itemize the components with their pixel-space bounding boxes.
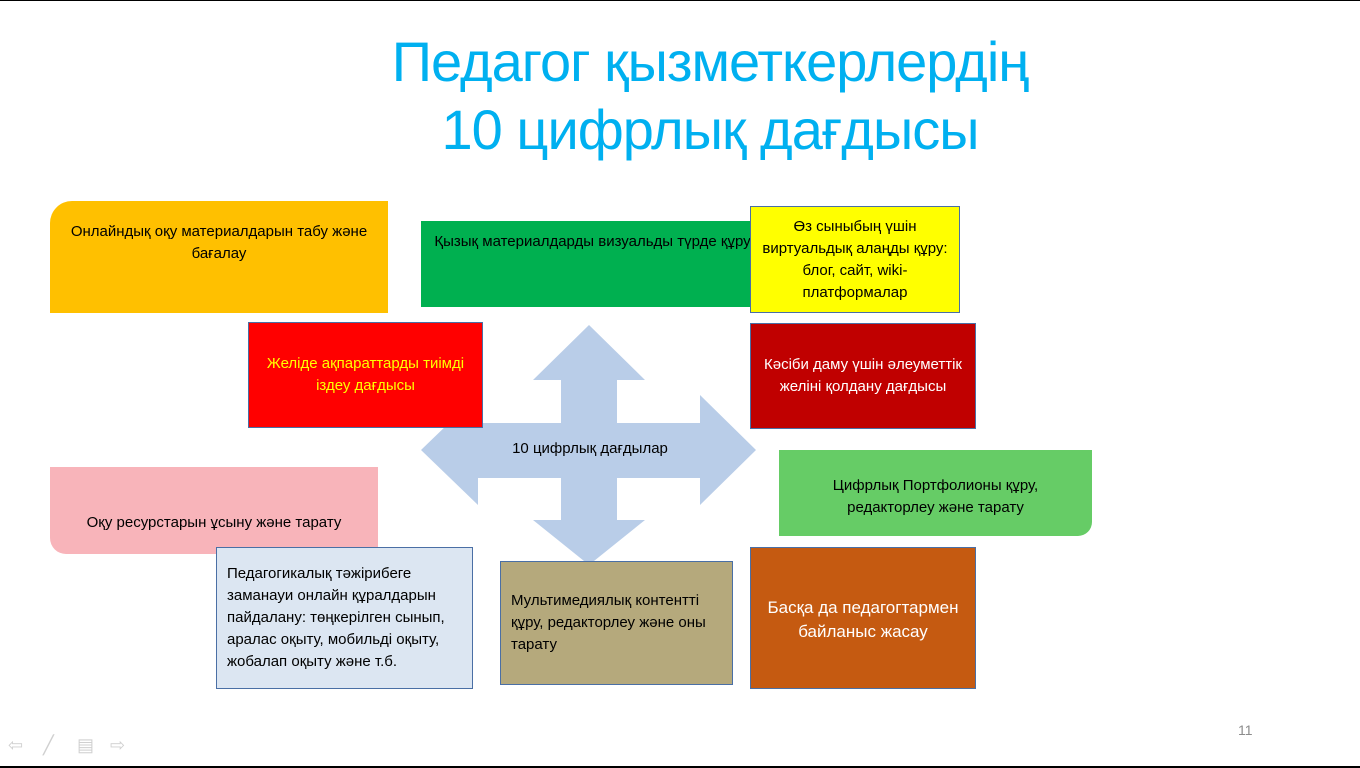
skill-box-search: Желіде ақпараттарды тиімді іздеу дағдысы	[248, 322, 483, 428]
skill-text: Желіде ақпараттарды тиімді іздеу дағдысы	[266, 355, 465, 394]
slide-title: Педагог қызметкерлердің 10 цифрлық дағды…	[330, 28, 1090, 164]
top-border	[0, 0, 1360, 1]
next-icon[interactable]: ⇨	[110, 735, 126, 755]
bottom-border	[0, 766, 1360, 768]
four-way-arrow-shape	[421, 325, 756, 565]
skill-box-communication: Басқа да педагогтармен байланыс жасау	[750, 547, 976, 689]
skill-box-share-resources: Оқу ресурстарын ұсыну және тарату	[50, 467, 378, 554]
skill-text: Өз сыныбың үшін виртуальдық алаңды құру:…	[762, 217, 948, 301]
skill-box-multimedia: Мультимедиялық контентті құру, редакторл…	[500, 561, 733, 685]
title-line-1: Педагог қызметкерлердің	[391, 30, 1029, 93]
skill-text: Оқу ресурстарын ұсыну және тарату	[86, 514, 342, 531]
previous-icon[interactable]: ⇦	[8, 735, 24, 755]
center-label: 10 цифрлық дағдылар	[512, 440, 668, 457]
skill-text: Мультимедиялық контентті құру, редакторл…	[511, 592, 706, 653]
skill-text: Цифрлық Портфолионы құру, редакторлеу жә…	[832, 477, 1039, 516]
skill-text: Қызық материалдарды визуальды түрде құру	[434, 233, 751, 250]
skill-box-find-materials: Онлайндық оқу материалдарын табу және ба…	[50, 201, 388, 313]
page-number: 11	[1238, 722, 1253, 738]
skill-box-online-tools: Педагогикалық тәжірибеге заманауи онлайн…	[216, 547, 473, 689]
skill-box-social-network: Кәсіби даму үшін әлеуметтік желіні қолда…	[750, 323, 976, 429]
skill-box-portfolio: Цифрлық Портфолионы құру, редакторлеу жә…	[779, 450, 1092, 536]
skill-box-virtual-space: Өз сыныбың үшін виртуальдық алаңды құру:…	[750, 206, 960, 313]
skill-box-visual-materials: Қызық материалдарды визуальды түрде құру	[421, 221, 756, 307]
skill-text: Педагогикалық тәжірибеге заманауи онлайн…	[227, 565, 445, 670]
skill-text: Басқа да педагогтармен байланыс жасау	[767, 598, 959, 641]
skill-text: Онлайндық оқу материалдарын табу және ба…	[70, 223, 368, 262]
title-line-2: 10 цифрлық дағдысы	[441, 98, 980, 161]
pen-icon[interactable]: ╱	[43, 735, 54, 755]
menu-icon[interactable]: ▤	[77, 735, 95, 755]
skill-text: Кәсіби даму үшін әлеуметтік желіні қолда…	[763, 356, 962, 395]
